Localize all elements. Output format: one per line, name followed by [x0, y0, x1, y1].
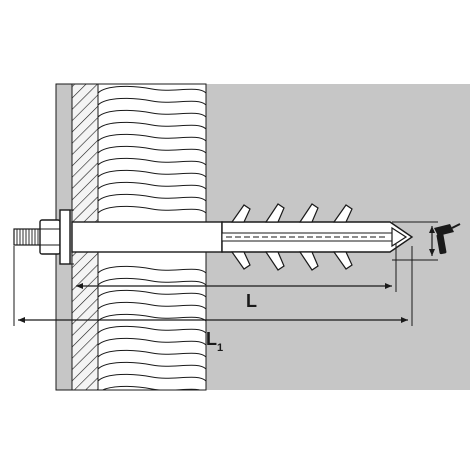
dimension-l1: [13, 246, 413, 326]
insulation-wave: [98, 157, 206, 166]
insulation-wave: [98, 109, 206, 118]
drill-icon: [434, 223, 461, 255]
dimension-l: [71, 244, 397, 292]
label-l1: L1: [206, 329, 223, 354]
insulation-wave: [98, 349, 206, 358]
insulation-wave: [98, 325, 206, 334]
insulation-wave: [98, 169, 206, 178]
insulation-wave: [98, 205, 206, 214]
insulation-wave: [98, 265, 206, 274]
insulation-wave: [98, 85, 206, 94]
insulation-wave: [98, 97, 206, 106]
insulation-wave: [98, 277, 206, 286]
insulation-wave: [98, 361, 206, 370]
insulation-wave: [98, 289, 206, 298]
insulation-wave: [98, 193, 206, 202]
threaded-rod: [13, 228, 43, 246]
insulation-wave: [101, 385, 202, 390]
dimension-drill-diameter: [392, 221, 438, 261]
insulation-wave: [98, 181, 206, 190]
insulation-wave: [98, 301, 206, 310]
label-l: L: [246, 291, 257, 311]
insulation-wave: [98, 373, 206, 382]
hex-nut: [39, 219, 61, 255]
anchor-dowel: [71, 203, 414, 271]
insulation-wave: [98, 121, 206, 130]
insulation-wave: [98, 145, 206, 154]
insulation-wave: [98, 133, 206, 142]
insulation-wave: [98, 337, 206, 346]
